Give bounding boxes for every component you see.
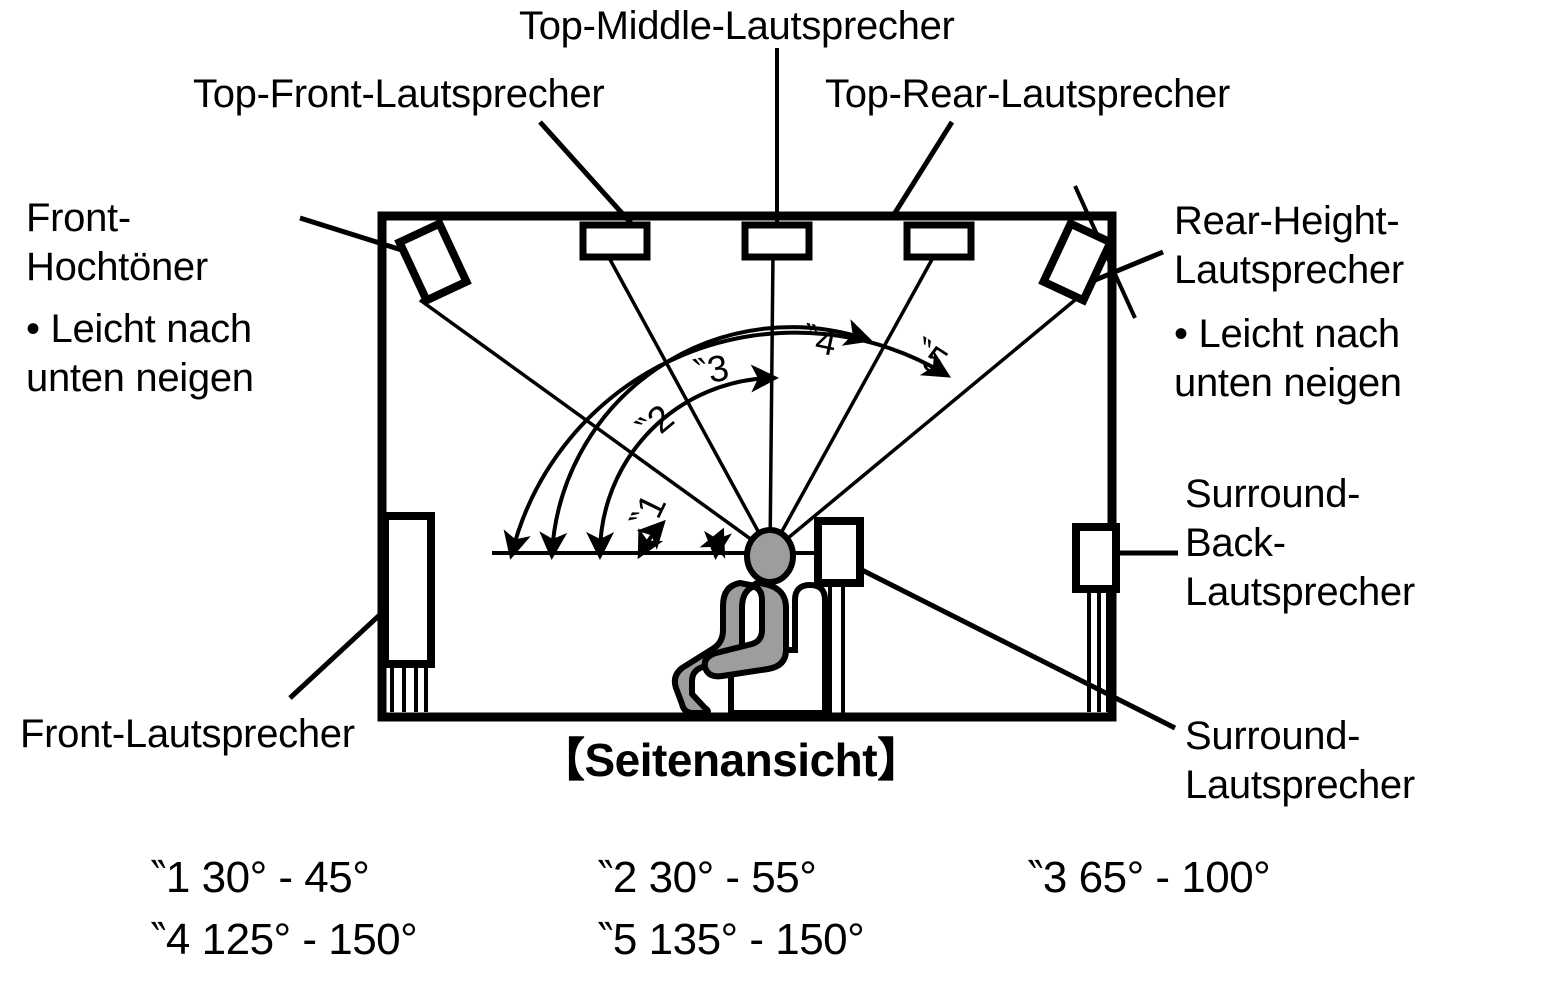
arc-angle-3 [586, 364, 779, 560]
view-caption: 【Seitenansicht】 [539, 734, 923, 786]
listener-torso [701, 580, 789, 680]
angle-legend-4: ‶4 125° - 150° [150, 915, 418, 964]
label-surround-back: Surround- Back- Lautsprecher [1185, 472, 1415, 614]
leader-top-front [538, 120, 649, 243]
label-rear-height-note: • Leicht nach unten neigen [1174, 312, 1402, 405]
angle-arcs [503, 319, 952, 560]
arc-label-5: ‶5 [904, 330, 955, 383]
speaker-top-middle[interactable] [741, 221, 813, 261]
label-rear-height-title: Rear-Height- Lautsprecher [1174, 199, 1404, 292]
speaker-rear-height[interactable] [1038, 218, 1116, 306]
speaker-top-rear[interactable] [903, 221, 975, 261]
label-front-speaker: Front-Lautsprecher [20, 712, 355, 756]
arc-label-4: ‶4 [798, 317, 840, 364]
label-front-height-title: Front- Hochtöner [26, 196, 208, 289]
speaker-top-front[interactable] [579, 221, 651, 261]
speaker-front-height[interactable] [394, 218, 472, 306]
angle-legend-1: ‶1 30° - 45° [150, 853, 370, 902]
leader-rear-height-2 [1087, 249, 1164, 286]
arc-label-1: ‶1 [622, 488, 674, 537]
label-top-middle: Top-Middle-Lautsprecher [519, 4, 955, 48]
arc-label-3: ‶3 [690, 347, 732, 394]
room-outline [377, 211, 1117, 722]
arc-angle-1 [699, 527, 732, 560]
arc-marker-labels: ‶1 ‶2 ‶3 ‶4 ‶5 [622, 317, 954, 537]
arc-angle-5 [503, 330, 952, 560]
surround-back-speaker[interactable] [1072, 523, 1120, 712]
label-top-front: Top-Front-Lautsprecher [193, 72, 605, 116]
front-floor-speaker[interactable] [381, 512, 435, 712]
label-front-height-note: • Leicht nach unten neigen [26, 307, 254, 400]
arc-label-2: ‶2 [629, 397, 682, 451]
angle-legend-3: ‶3 65° - 100° [1027, 853, 1271, 902]
label-top-rear: Top-Rear-Lautsprecher [825, 72, 1231, 116]
leader-front-speaker [288, 608, 387, 700]
listener-head [744, 527, 796, 585]
angle-legend-5: ‶5 135° - 150° [597, 915, 865, 964]
ray-top-rear [768, 253, 937, 554]
label-surround: Surround- Lautsprecher [1185, 714, 1415, 807]
ceiling-speakers [579, 221, 975, 261]
leader-surround [856, 565, 1177, 731]
leader-top-rear [890, 120, 955, 218]
speaker-ray-lines [418, 253, 1077, 555]
ray-top-middle [768, 253, 775, 554]
angle-legend-2: ‶2 30° - 55° [597, 853, 817, 902]
height-speakers [394, 218, 1116, 306]
